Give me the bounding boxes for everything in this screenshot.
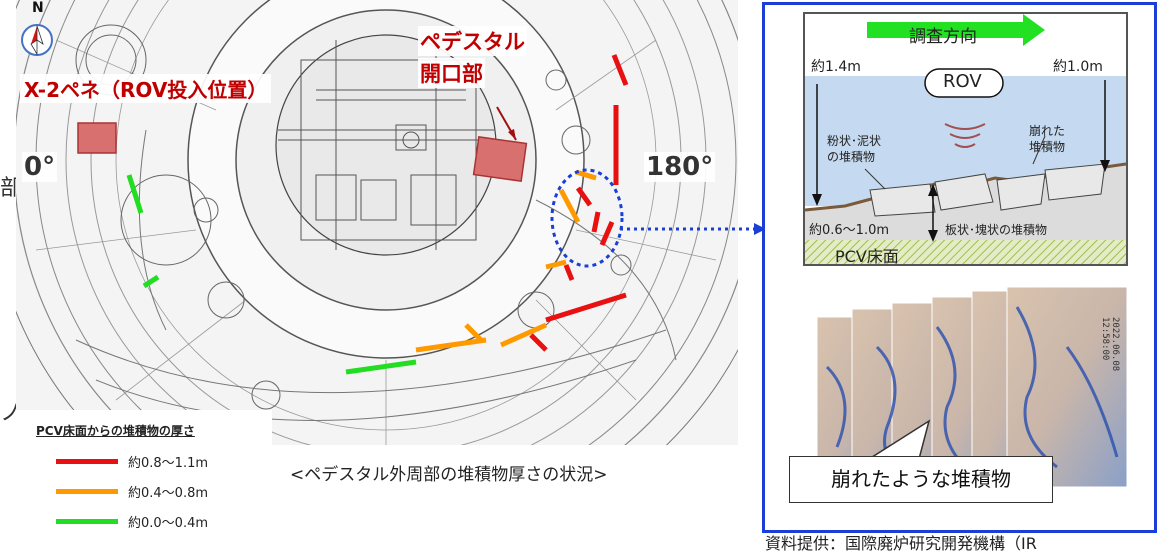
rov-label: ROV	[943, 71, 982, 92]
north-label: N	[32, 0, 44, 16]
cross-section-diagram: 調査方向 約1.4m 約1.0m ROV 粉状･泥状 の堆積物 崩れた 堆積物 …	[803, 12, 1128, 266]
powder-sediment-label-1: 粉状･泥状	[827, 134, 882, 148]
legend-label: 約0.0～0.4m	[128, 516, 209, 531]
plate-sediment-label: 板状･塊状の堆積物	[945, 223, 1048, 237]
depth-left-label: 約1.4m	[811, 59, 861, 75]
thickness-label: 約0.6～1.0m	[809, 223, 890, 238]
connector-arrow-icon	[620, 223, 766, 235]
depth-right-label: 約1.0m	[1053, 59, 1103, 75]
photo-timestamp-1: 2022.06.08	[1110, 317, 1120, 371]
callout-pointer-icon	[869, 419, 931, 459]
left-margin: 部 ノ	[0, 0, 22, 542]
legend-title: PCV床面からの堆積物の厚さ	[36, 424, 195, 438]
legend-label: 約0.8～1.1m	[128, 456, 209, 471]
powder-sediment-label-2: の堆積物	[827, 150, 876, 164]
legend: PCV床面からの堆積物の厚さ 約0.8～1.1m 約0.4～0.8m 約0.0～…	[16, 410, 272, 542]
detail-panel: 調査方向 約1.4m 約1.0m ROV 粉状･泥状 の堆積物 崩れた 堆積物 …	[762, 2, 1157, 533]
legend-swatch-red	[56, 459, 118, 464]
legend-swatch-green	[56, 519, 118, 524]
opening-label-line2: 開口部	[418, 58, 485, 88]
photo-timestamp-2: 12:58:00	[1100, 317, 1110, 360]
plan-caption: <ペデスタル外周部の堆積物厚さの状況>	[290, 465, 608, 485]
survey-direction-label: 調査方向	[909, 27, 977, 47]
legend-label: 約0.4～0.8m	[128, 486, 209, 501]
collapsed-sediment-label-1: 崩れた	[1029, 124, 1066, 138]
photo-callout: 崩れたような堆積物	[789, 456, 1053, 503]
cross-section-svg	[805, 14, 1126, 264]
angle-0-label: 0°	[22, 152, 58, 182]
legend-swatch-orange	[56, 489, 118, 494]
pcv-floor-label: PCV床面	[835, 247, 899, 266]
opening-label-line1: ペデスタル	[418, 26, 527, 56]
collapsed-sediment-label-2: 堆積物	[1029, 140, 1066, 154]
rov-entry-label: X-2ペネ（ROV投入位置）	[20, 74, 272, 103]
angle-180-label: 180°	[644, 152, 716, 182]
pedestal-plan-drawing: N X-2ペネ（ROV投入位置） ペデスタル 開口部 0° 180°	[16, 0, 738, 445]
source-credit: 資料提供：国際廃炉研究開発機構（IR	[765, 534, 1037, 553]
